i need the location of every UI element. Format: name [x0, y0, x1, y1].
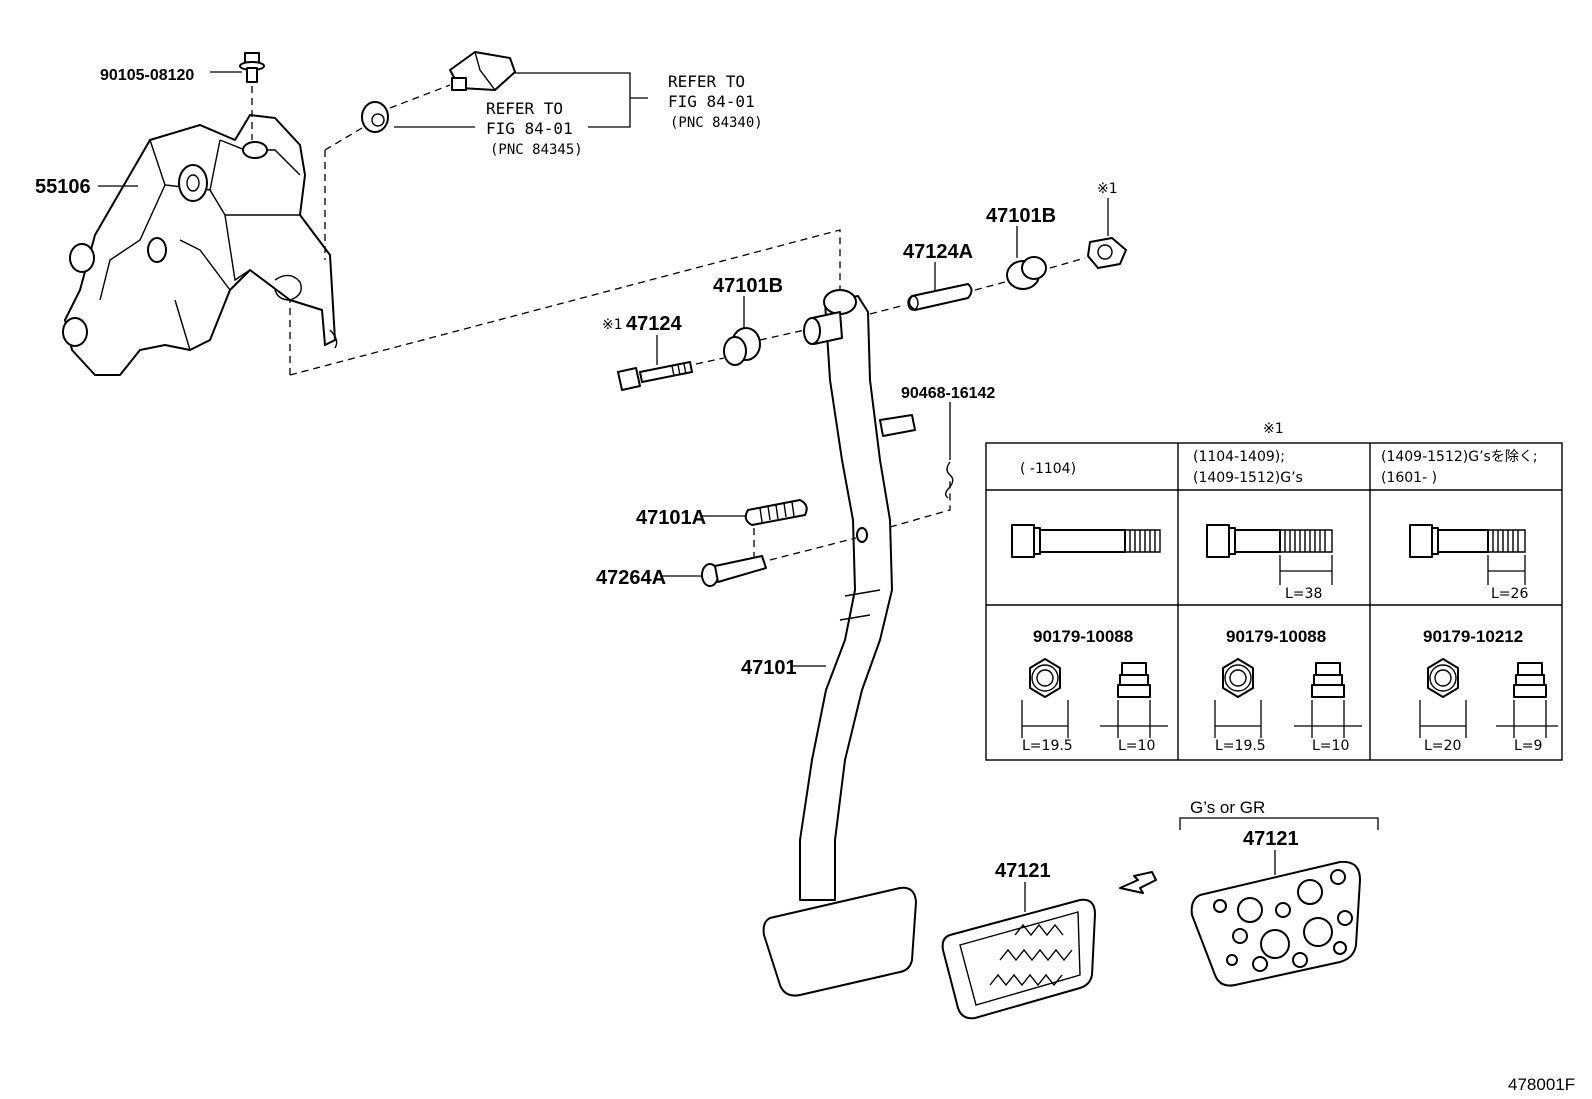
callout-90105-08120: 90105-08120 [100, 67, 194, 84]
callout-47101B-left: 47101B [713, 275, 783, 297]
table-col2-part-no: 90179-10088 [1226, 627, 1326, 646]
callout-gs-or-gr: G’s or GR [1190, 798, 1265, 817]
bushing-47101B-right [1006, 256, 1047, 290]
callout-bolt-note: ※1 [602, 317, 623, 333]
nut-note-1 [1087, 237, 1127, 269]
callout-47264A: 47264A [596, 567, 666, 589]
bolt-90105-08120 [239, 52, 265, 83]
callout-47101A: 47101A [636, 507, 706, 529]
table-col1-part-no: 90179-10088 [1033, 627, 1133, 646]
table-note-mark: ※1 [1263, 421, 1284, 437]
table-nut-1 [1021, 658, 1168, 738]
callout-47121-gs: 47121 [1243, 828, 1299, 850]
brake-pedal-arm-47101 [762, 289, 917, 997]
figure-code: 478001F [1508, 1075, 1575, 1094]
table-nut-2 [1214, 658, 1362, 738]
ref-84345-line2: FIG 84-01 [486, 119, 573, 138]
table-nut-3 [1419, 658, 1558, 738]
stop-lamp-switch [449, 51, 516, 91]
pin-47124A [907, 283, 973, 311]
spring-47101A [744, 499, 808, 526]
bolt-47124 [617, 361, 693, 391]
table-col1-nut-height: L=10 [1118, 738, 1155, 754]
table-col2-nut-width: L=19.5 [1215, 738, 1266, 754]
table-col1-nut-width: L=19.5 [1022, 738, 1073, 754]
callout-47124A: 47124A [903, 241, 973, 263]
ref-84345-line3: (PNC 84345) [490, 142, 583, 158]
table-col2-header-line1: (1104-1409); [1193, 449, 1285, 465]
ref-84345-line1: REFER TO [486, 99, 563, 118]
bolt-nut-table: ※1 ( -1104) (1104-1409); (1409-1512)G’s … [985, 421, 1563, 761]
ref-84340-line1: REFER TO [668, 72, 745, 91]
ref-84340-line3: (PNC 84340) [670, 115, 763, 131]
table-col3-part-no: 90179-10212 [1423, 627, 1523, 646]
clip-90468-16142 [945, 461, 954, 499]
table-col2-nut-height: L=10 [1312, 738, 1349, 754]
callout-nut-note: ※1 [1097, 181, 1118, 197]
bushing-47101B-left [723, 327, 761, 366]
callout-47124: 47124 [626, 313, 682, 335]
pad-47121-standard [941, 898, 1096, 1020]
table-col3-nut-width: L=20 [1424, 738, 1461, 754]
ref-84340-line2: FIG 84-01 [668, 92, 755, 111]
table-col1-header: ( -1104) [1020, 461, 1076, 477]
callout-47101B-right: 47101B [986, 205, 1056, 227]
table-col2-bolt-length: L=38 [1285, 586, 1322, 602]
table-col3-bolt-length: L=26 [1491, 586, 1528, 602]
switch-grommet [361, 101, 389, 133]
callout-90468-16142: 90468-16142 [901, 385, 995, 402]
table-bolt-1 [1011, 524, 1161, 558]
pad-47121-gs [1190, 860, 1361, 987]
spring-pin-47264A [701, 555, 767, 587]
callout-55106: 55106 [35, 176, 91, 198]
direction-arrow [1119, 871, 1157, 894]
callout-47121-standard: 47121 [995, 860, 1051, 882]
table-col3-nut-height: L=9 [1514, 738, 1542, 754]
table-bolt-2 [1206, 524, 1333, 585]
pedal-bracket-55106 [62, 114, 338, 376]
table-bolt-3 [1409, 524, 1526, 585]
table-col2-header-line2: (1409-1512)G’s [1193, 470, 1303, 486]
table-col3-header-line2: (1601- ) [1381, 470, 1437, 486]
callout-47101: 47101 [741, 657, 797, 679]
table-col3-header-line1: (1409-1512)G’sを除く; [1381, 449, 1538, 465]
